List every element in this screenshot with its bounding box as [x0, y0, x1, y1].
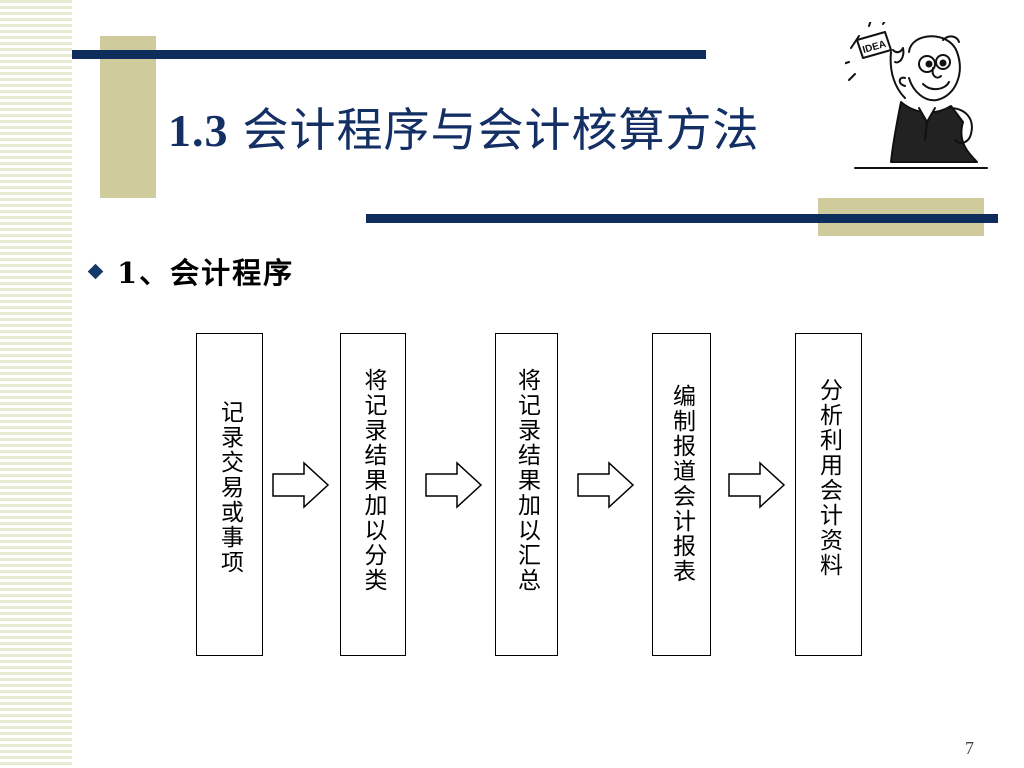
flow-arrow-1-icon: [272, 461, 330, 509]
idea-cartoon-icon: IDEA: [845, 22, 988, 169]
title-text: 会计程序与会计核算方法: [242, 103, 760, 157]
flow-step-2: 将记录结果加以分类: [340, 333, 406, 656]
flow-step-4-label: 编制报道会计报表: [668, 384, 695, 584]
flow-arrow-4-icon: [728, 461, 786, 509]
top-rule: [72, 50, 706, 59]
title-number: 1.3: [168, 105, 229, 156]
flow-step-5: 分析利用会计资料: [795, 333, 862, 656]
flow-step-2-label: 将记录结果加以分类: [360, 368, 386, 593]
flow-step-5-label: 分析利用会计资料: [815, 378, 842, 578]
left-stripe-margin: [0, 0, 72, 768]
title-accent-block: [100, 36, 156, 198]
bullet-text: 1、会计程序: [117, 256, 295, 290]
flow-step-3-label: 将记录结果加以汇总: [513, 368, 540, 593]
bullet-item: 1、会计程序: [87, 250, 295, 292]
flow-step-1-label: 记录交易或事项: [216, 400, 243, 575]
flow-arrow-3-icon: [577, 461, 635, 509]
flow-step-3: 将记录结果加以汇总: [495, 333, 558, 656]
flow-step-4: 编制报道会计报表: [652, 333, 711, 656]
page-number: 7: [965, 738, 974, 758]
slide-title: 1.3 会计程序与会计核算方法: [168, 94, 760, 160]
flow-step-1: 记录交易或事项: [196, 333, 263, 656]
flow-arrow-2-icon: [425, 461, 483, 509]
lower-rule: [366, 214, 998, 223]
diamond-bullet-icon: [87, 263, 104, 279]
